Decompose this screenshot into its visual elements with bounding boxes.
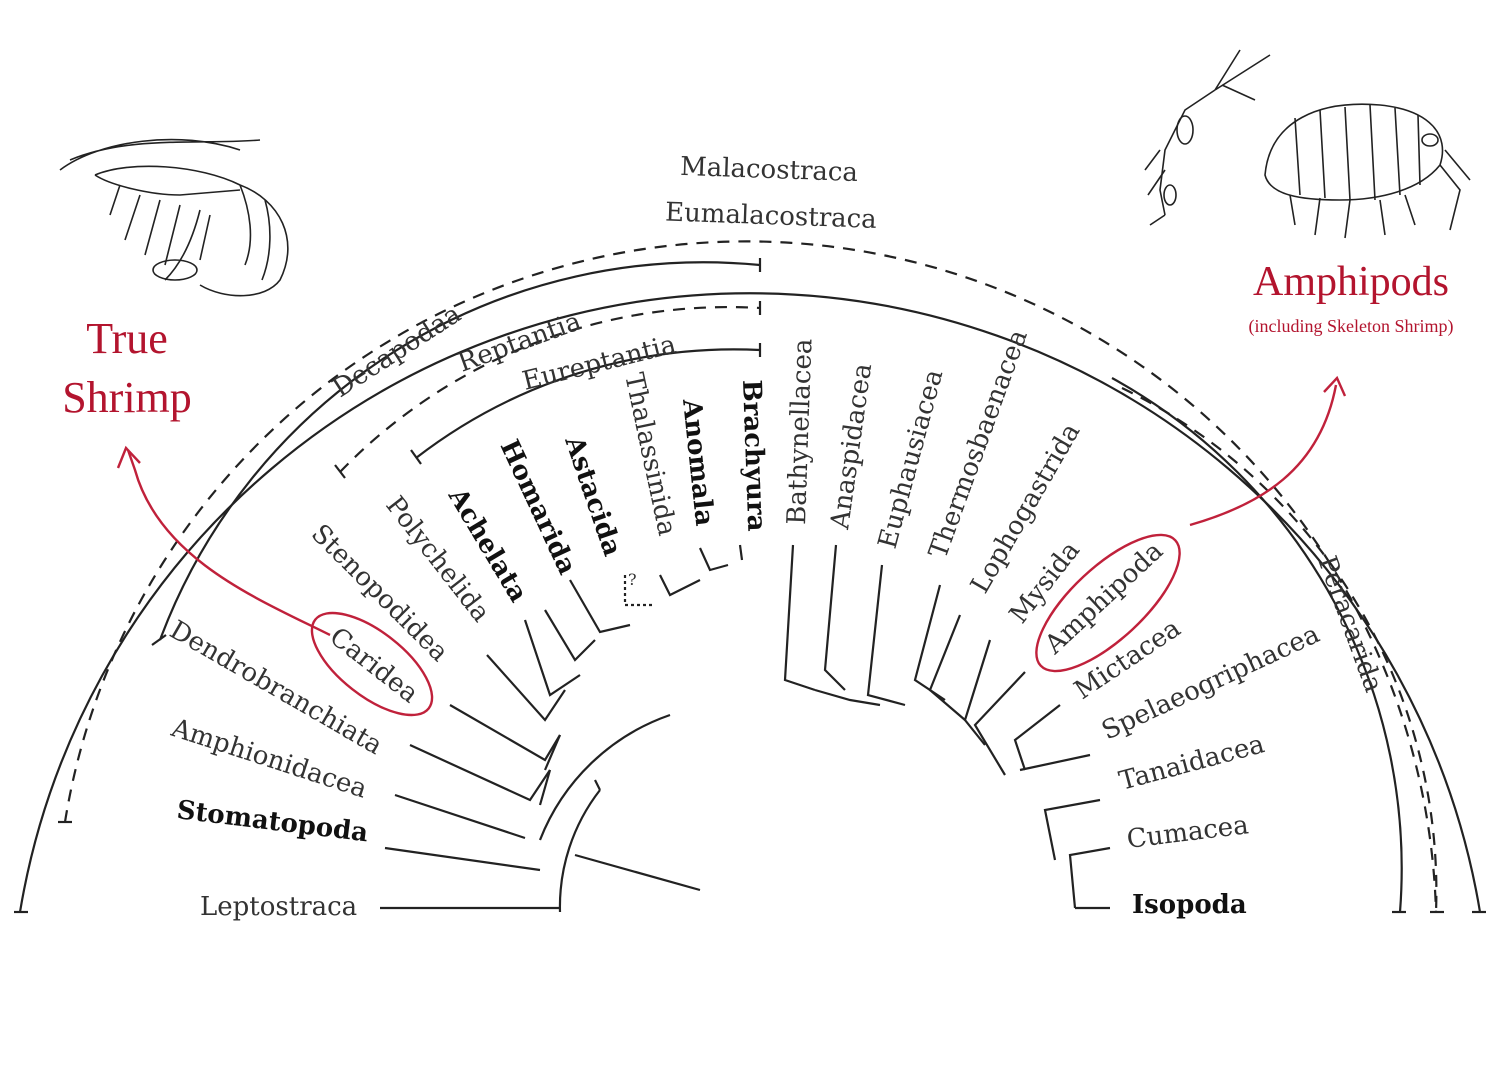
amphipod-illustration-icon <box>1264 103 1471 239</box>
amphipods-arrow <box>1189 384 1338 527</box>
reptantia-arc <box>339 306 761 473</box>
decapodaa-arc <box>158 261 761 641</box>
taxon-isopoda: Isopoda <box>1132 890 1247 920</box>
taxon-stomatopoda: Stomatopoda <box>175 795 370 848</box>
true-shrimp-title-line2: Shrimp <box>62 373 192 422</box>
taxon-brachyura: Brachyura <box>736 379 771 532</box>
taxon-thalassinida: Thalassinida <box>618 370 682 538</box>
true-shrimp-title-line1: True <box>86 314 168 363</box>
amphipoda-highlight-ellipse <box>1035 533 1181 673</box>
eureptantia-arc <box>415 348 761 459</box>
taxon-anomala: Anomala <box>676 397 719 528</box>
taxon-anaspidacea: Anaspidacea <box>825 362 878 532</box>
taxon-labels: Leptostraca Stomatopoda Amphionidacea De… <box>165 326 1325 922</box>
taxon-leptostraca: Leptostraca <box>200 892 357 922</box>
taxon-bathynellacea: Bathynellacea <box>782 338 818 525</box>
malacostraca-arc <box>18 292 1482 913</box>
true-shrimp-arrow <box>126 449 331 637</box>
malacostraca-label: Malacostraca <box>680 152 859 188</box>
peracarida-label: Peracarida <box>1311 552 1388 696</box>
skeleton-shrimp-illustration-icon <box>1144 49 1271 226</box>
peracarida-dashed-arc <box>1121 387 1438 913</box>
highlights <box>116 375 1347 717</box>
taxon-tanaidacea: Tanaidacea <box>1116 729 1268 797</box>
eumalacostraca-label: Eumalacostraca <box>665 198 878 235</box>
clade-brackets <box>14 240 1486 914</box>
amphipods-title: Amphipods <box>1253 259 1449 305</box>
taxon-cumacea: Cumacea <box>1125 810 1250 855</box>
tree-branches <box>380 544 1111 913</box>
peracarida-outer-line <box>1111 377 1403 913</box>
uncertain-marker: ? <box>628 570 637 589</box>
eumalacostraca-arc <box>63 240 1438 913</box>
caridea-highlight-ellipse <box>310 611 434 717</box>
amphipods-subtitle: (including Skeleton Shrimp) <box>1249 316 1454 337</box>
shrimp-illustration-icon <box>59 138 289 297</box>
